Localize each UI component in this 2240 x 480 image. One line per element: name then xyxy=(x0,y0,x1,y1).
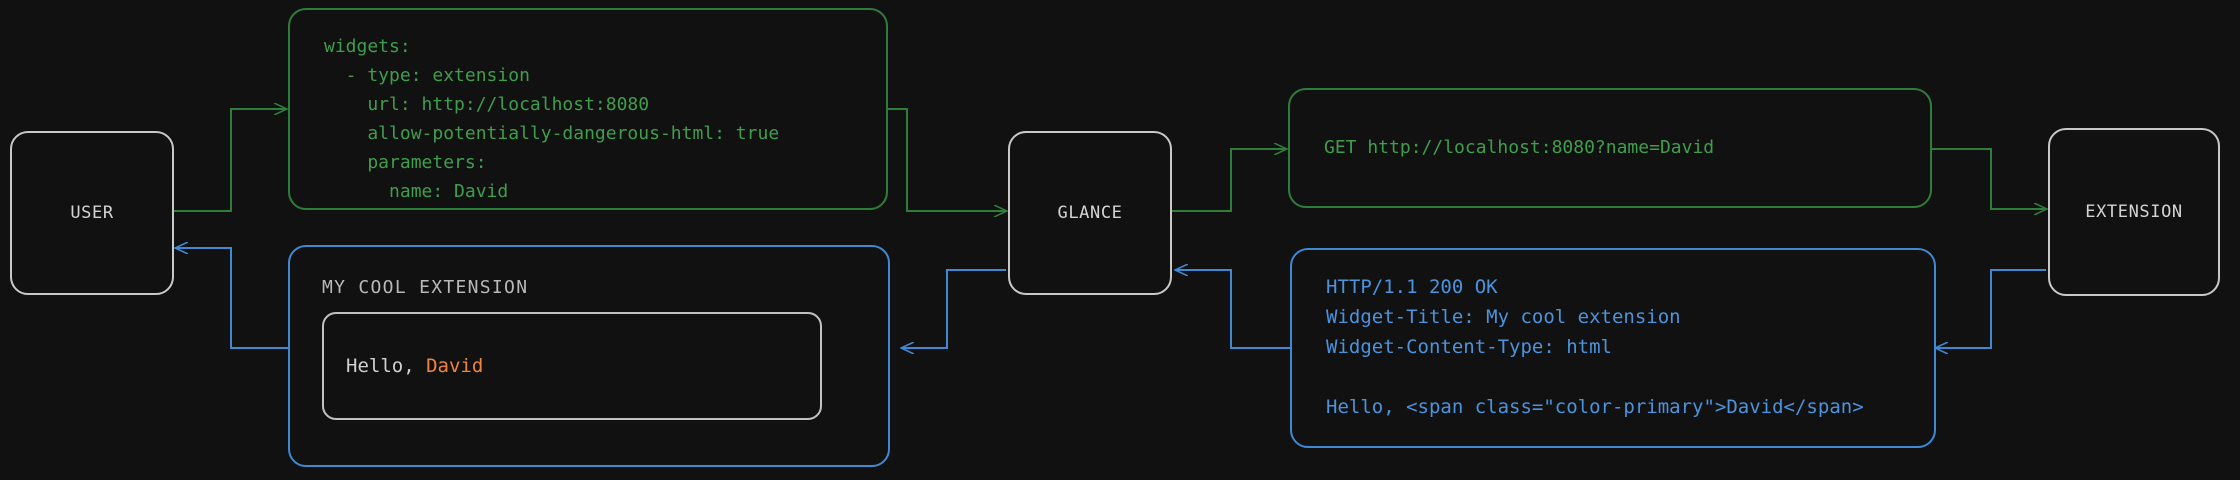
rendered-widget-title: MY COOL EXTENSION xyxy=(322,277,529,298)
node-glance-label: GLANCE xyxy=(1057,203,1123,223)
wire-glance-to-rendered-widget xyxy=(902,269,1006,348)
greeting-accent-name: David xyxy=(426,355,484,377)
greeting-prefix: Hello, xyxy=(346,355,427,377)
node-extension-label: EXTENSION xyxy=(2085,202,2183,222)
wire-response-to-glance xyxy=(1176,270,1290,349)
rendered-widget-greeting: Hello, David xyxy=(346,355,483,377)
wire-config-to-glance xyxy=(888,108,1006,211)
rendered-widget-body: Hello, David xyxy=(322,312,822,420)
node-glance[interactable]: GLANCE xyxy=(1008,131,1172,295)
config-yaml-box: widgets: - type: extension url: http://l… xyxy=(288,8,888,210)
http-request-box: GET http://localhost:8080?name=David xyxy=(1288,88,1932,208)
node-extension[interactable]: EXTENSION xyxy=(2048,128,2220,296)
wire-request-to-extension xyxy=(1932,148,2046,209)
http-request-text: GET http://localhost:8080?name=David xyxy=(1324,137,1715,158)
wire-glance-to-request xyxy=(1172,149,1286,212)
node-user[interactable]: USER xyxy=(10,131,174,295)
wire-extension-to-response xyxy=(1936,269,2046,348)
rendered-widget-box: MY COOL EXTENSION Hello, David xyxy=(288,245,890,467)
wire-rendered-widget-to-user xyxy=(176,248,290,349)
config-yaml-text: widgets: - type: extension url: http://l… xyxy=(324,36,780,202)
node-user-label: USER xyxy=(70,203,114,223)
http-response-box: HTTP/1.1 200 OK Widget-Title: My cool ex… xyxy=(1290,248,1936,448)
wire-user-to-config xyxy=(172,109,286,212)
http-response-text: HTTP/1.1 200 OK Widget-Title: My cool ex… xyxy=(1326,276,1864,418)
